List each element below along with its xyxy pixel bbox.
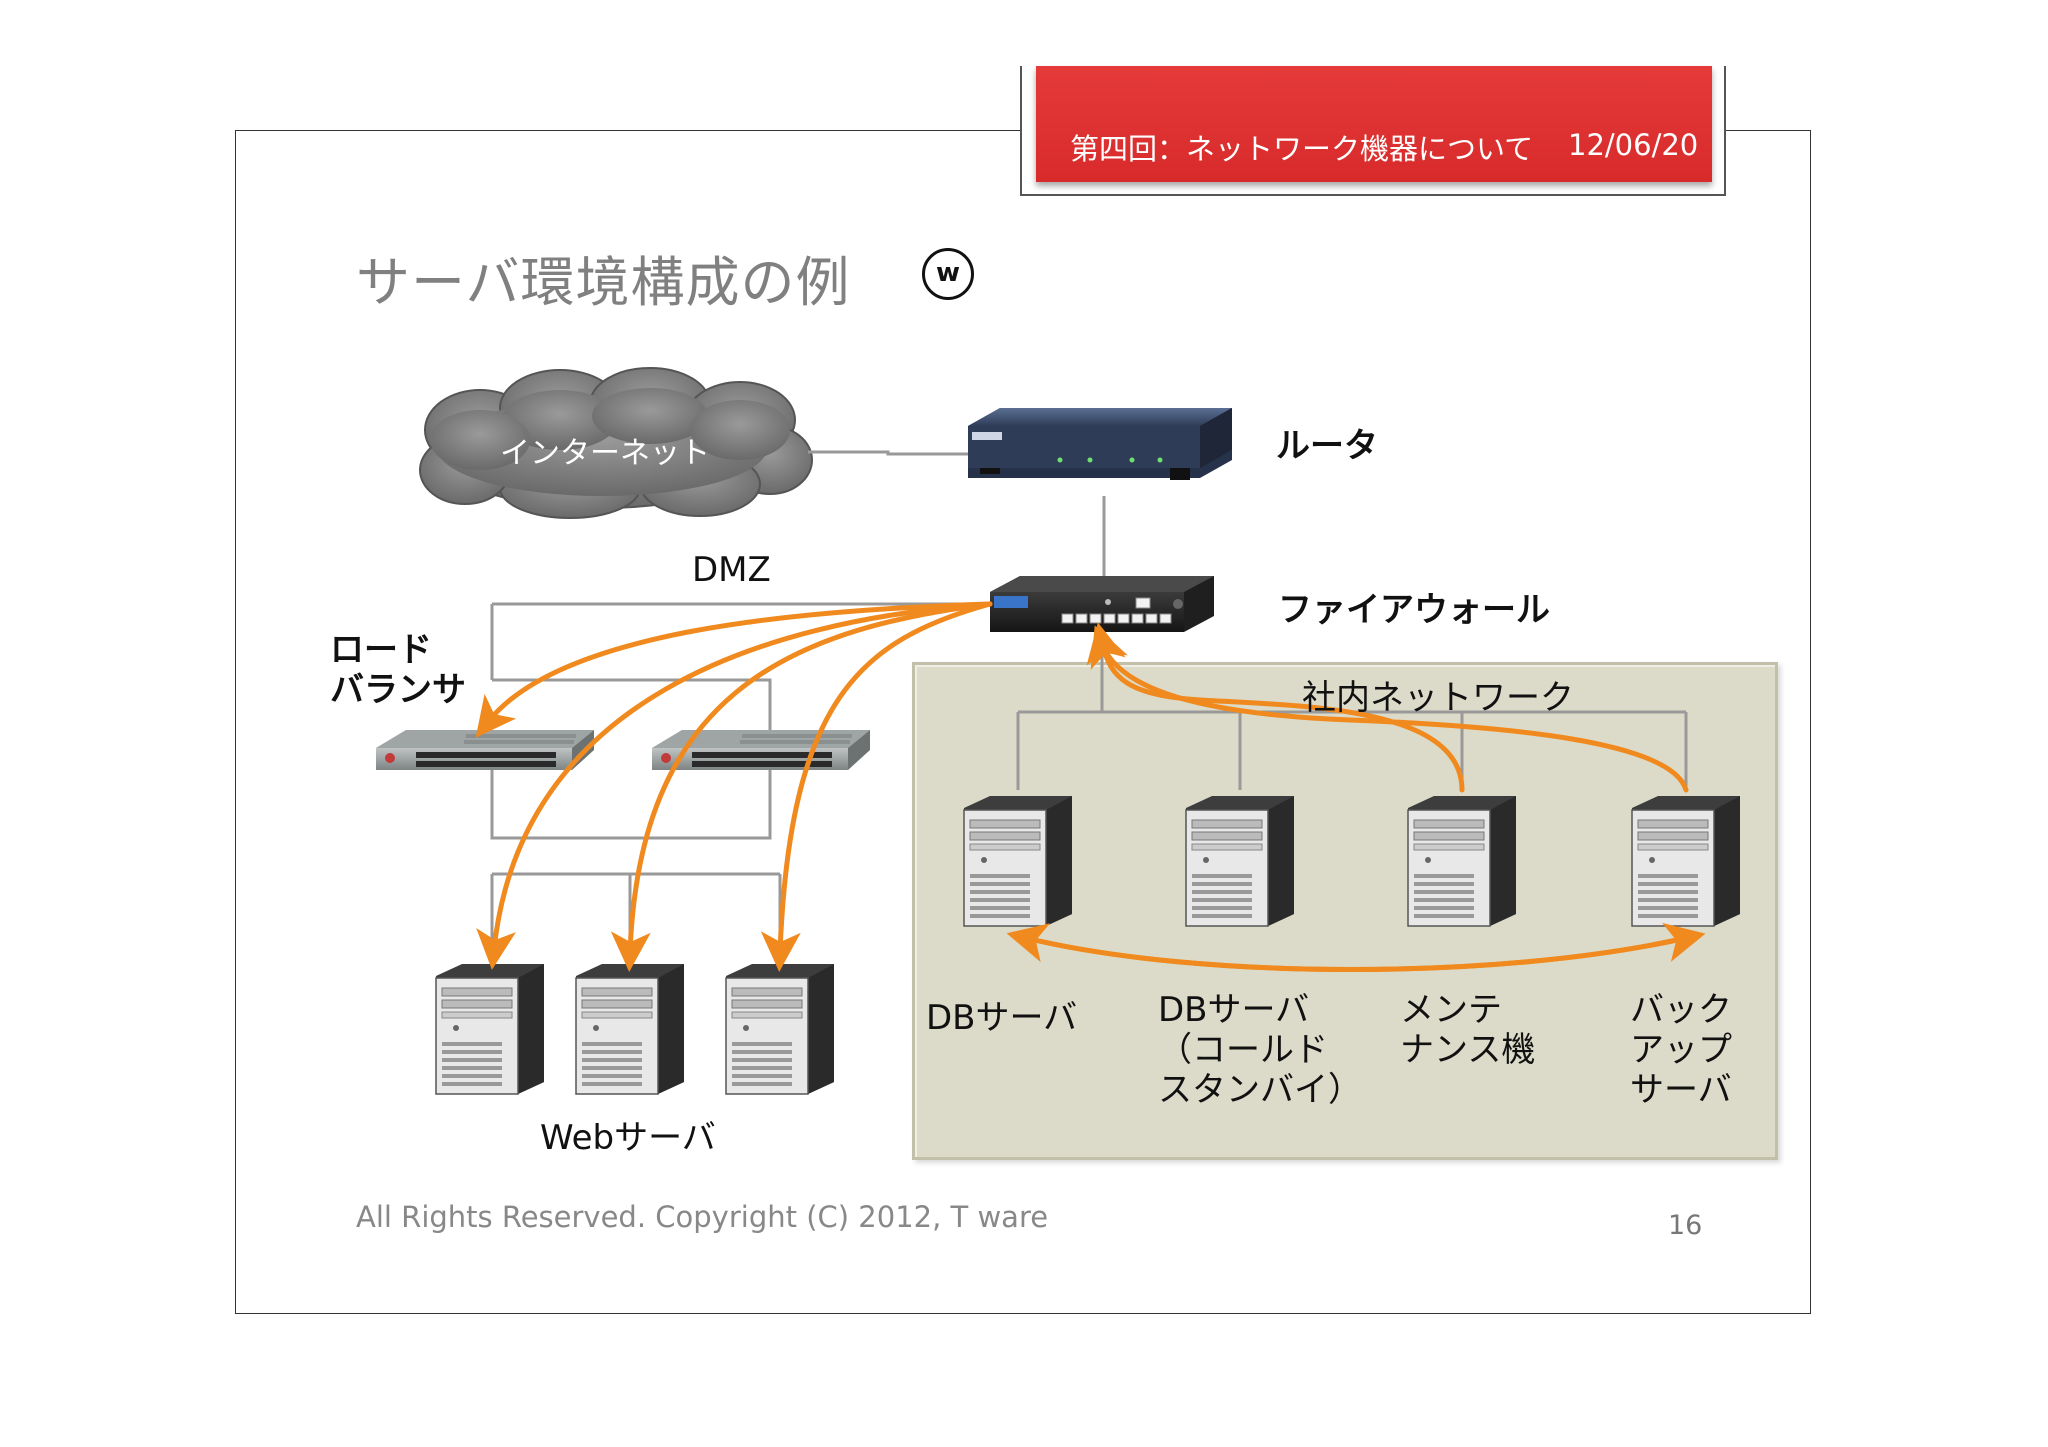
maintenance-server-icon <box>1407 795 1517 927</box>
internet-label: インターネット <box>500 436 710 471</box>
firewall-icon <box>990 576 1214 632</box>
header-banner <box>1036 66 1712 182</box>
header-title: 第四回：ネットワーク機器について <box>1070 132 1534 166</box>
load-balancer-label-line1: ロード <box>330 630 432 670</box>
load-balancer-label: ロード バランサ <box>330 630 466 710</box>
slide-title: サーバ環境構成の例 <box>356 251 851 314</box>
backup-server-icon <box>1631 795 1741 927</box>
internet-cloud-icon <box>419 367 813 519</box>
backup-label: バック アップ サーバ <box>1630 990 1732 1110</box>
web-server-3-icon <box>725 963 835 1095</box>
db-cold-line3: スタンバイ） <box>1158 1070 1362 1110</box>
db-cold-line1: DBサーバ <box>1158 990 1310 1030</box>
maintenance-line1: メンテ <box>1400 990 1502 1030</box>
router-icon <box>968 408 1232 480</box>
internal-network-label: 社内ネットワーク <box>1302 678 1574 718</box>
load-balancer-1-icon <box>376 730 594 770</box>
traffic-arrows <box>475 601 1706 972</box>
backup-line1: バック <box>1630 990 1732 1030</box>
db-server-icon <box>963 795 1073 927</box>
copyright-footer: All Rights Reserved. Copyright (C) 2012,… <box>356 1200 1049 1234</box>
backup-line3: サーバ <box>1630 1070 1732 1110</box>
dmz-label: DMZ <box>692 550 771 590</box>
db-server-label: DBサーバ <box>926 998 1078 1038</box>
header-date: 12/06/20 <box>1568 128 1699 162</box>
web-server-2-icon <box>575 963 685 1095</box>
web-server-1-icon <box>435 963 545 1095</box>
db-cold-standby-icon <box>1185 795 1295 927</box>
logo-w-icon: w <box>922 248 974 300</box>
firewall-label: ファイアウォール <box>1278 590 1550 630</box>
page-number: 16 <box>1668 1210 1703 1241</box>
backup-line2: アップ <box>1630 1030 1732 1070</box>
maintenance-label: メンテ ナンス機 <box>1400 990 1535 1070</box>
db-cold-standby-label: DBサーバ （コールド スタンバイ） <box>1158 990 1362 1110</box>
load-balancer-label-line2: バランサ <box>330 670 466 710</box>
router-label: ルータ <box>1276 426 1378 466</box>
db-cold-line2: （コールド <box>1158 1030 1328 1070</box>
maintenance-line2: ナンス機 <box>1400 1030 1536 1070</box>
web-servers-label: Webサーバ <box>540 1118 716 1158</box>
